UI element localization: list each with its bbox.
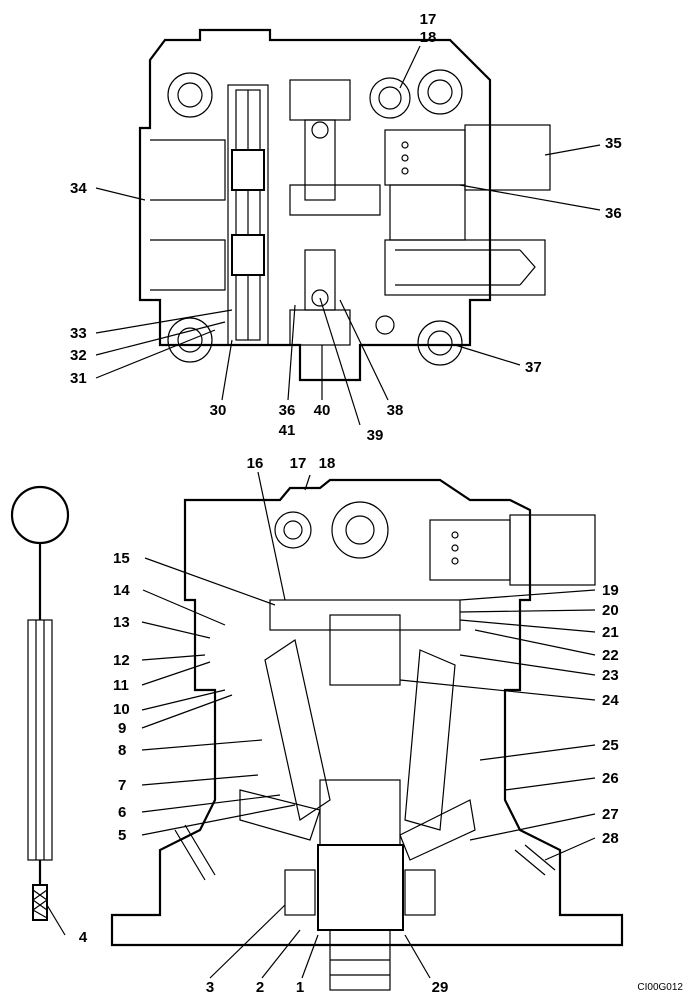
part-label: 21 — [602, 624, 619, 641]
part-label: 18 — [319, 455, 336, 472]
part-label: 9 — [118, 720, 126, 737]
part-label: 17 — [290, 455, 307, 472]
part-label: 26 — [602, 770, 619, 787]
leader-lines — [46, 45, 601, 979]
part-label: 36 — [279, 402, 296, 419]
part-label: 18 — [420, 29, 437, 46]
part-label: 37 — [525, 359, 542, 376]
part-label: 20 — [602, 602, 619, 619]
drawing-code: CI00G012 — [637, 982, 683, 993]
part-label: 16 — [247, 455, 264, 472]
part-label: 27 — [602, 806, 619, 823]
part-label: 11 — [113, 677, 129, 694]
part-label: 24 — [602, 692, 619, 709]
side-view-labels: 16 17 18 15 14 13 12 11 10 9 8 7 6 5 19 … — [113, 455, 619, 996]
part-label: 4 — [79, 929, 88, 946]
part-label: 10 — [113, 701, 130, 718]
part-label: 13 — [113, 614, 130, 631]
part-label: 28 — [602, 830, 619, 847]
part-label: 15 — [113, 550, 130, 567]
part-label: 34 — [70, 180, 87, 197]
hook-tool-drawing — [10, 485, 70, 921]
part-label: 1 — [296, 979, 304, 996]
part-label: 41 — [279, 422, 296, 439]
part-label: 17 — [420, 11, 437, 28]
part-label: 14 — [113, 582, 130, 599]
part-label: 32 — [70, 347, 87, 364]
top-view-labels: 17 18 35 34 36 33 32 31 37 30 36 41 40 3… — [70, 11, 622, 444]
part-label: 22 — [602, 647, 619, 664]
part-label: 6 — [118, 804, 126, 821]
side-view-drawing — [110, 478, 624, 991]
part-label: 23 — [602, 667, 619, 684]
part-label: 25 — [602, 737, 619, 754]
part-label: 39 — [367, 427, 384, 444]
part-label: 30 — [210, 402, 227, 419]
part-label: 19 — [602, 582, 619, 599]
part-label: 12 — [113, 652, 130, 669]
part-label: 38 — [387, 402, 404, 419]
part-label: 31 — [70, 370, 87, 387]
part-label: 3 — [206, 979, 214, 996]
part-label: 36 — [605, 205, 622, 222]
part-label: 35 — [605, 135, 622, 152]
part-label: 5 — [118, 827, 126, 844]
top-view-drawing — [138, 28, 551, 382]
part-label: 29 — [432, 979, 449, 996]
part-label: 8 — [118, 742, 126, 759]
part-label: 7 — [118, 777, 126, 794]
part-label: 33 — [70, 325, 87, 342]
part-label: 40 — [314, 402, 331, 419]
part-label: 2 — [256, 979, 264, 996]
